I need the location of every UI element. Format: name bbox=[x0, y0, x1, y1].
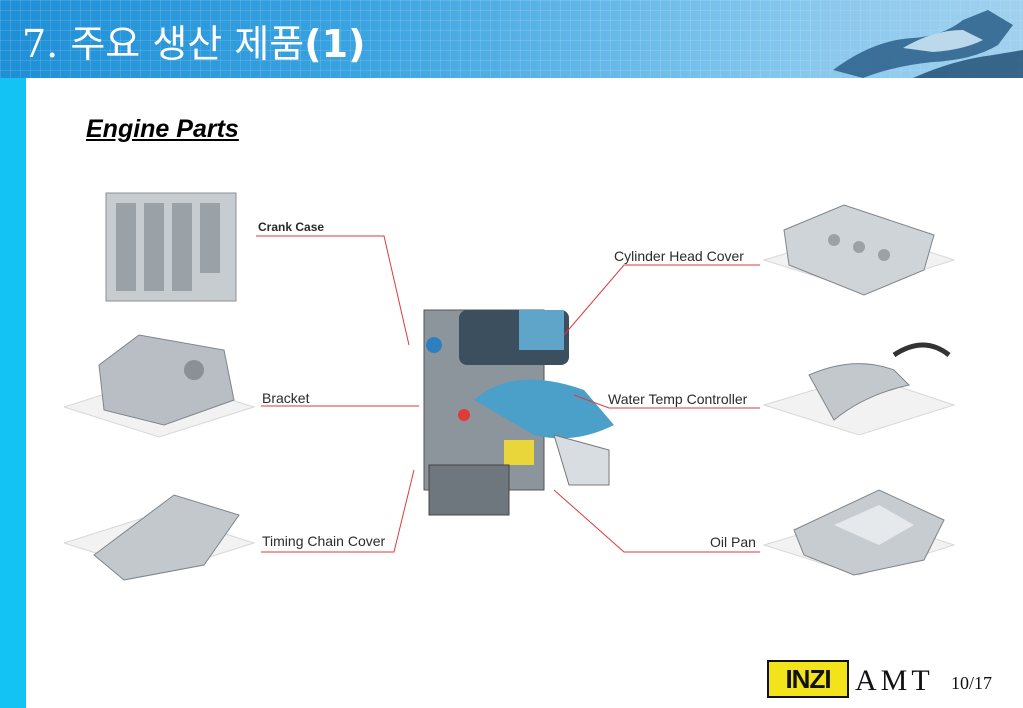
engine-assembly-image bbox=[423, 309, 614, 516]
part-label-oil-pan: Oil Pan bbox=[710, 534, 756, 550]
part-label-bracket: Bracket bbox=[262, 390, 310, 406]
section-subtitle: Engine Parts bbox=[86, 115, 239, 143]
slide-header: 7. 주요 생산 제품(1) bbox=[0, 0, 1023, 78]
callout-lines bbox=[256, 235, 760, 553]
part-label-cylinder-head-cover: Cylinder Head Cover bbox=[614, 248, 744, 264]
part-label-timing-chain-cover: Timing Chain Cover bbox=[262, 533, 386, 549]
left-accent-bar bbox=[0, 78, 26, 708]
part-label-water-temp-controller: Water Temp Controller bbox=[608, 391, 748, 407]
cylinder-head-cover-image bbox=[762, 204, 956, 296]
logo-text: INZI bbox=[785, 663, 831, 694]
engine-parts-figure bbox=[64, 192, 956, 581]
slide-title: 7. 주요 생산 제품(1) bbox=[22, 22, 365, 66]
water-temp-controller-image bbox=[762, 342, 956, 436]
oil-pan-image bbox=[762, 489, 956, 576]
page-number: 10/17 bbox=[951, 673, 993, 693]
company-name: AMT bbox=[855, 664, 934, 697]
part-label-crank-case: Crank Case bbox=[258, 220, 325, 234]
inzi-logo: INZI bbox=[767, 660, 849, 698]
timing-chain-cover-image bbox=[64, 494, 256, 581]
handshake-image bbox=[813, 0, 1023, 78]
title-number: (1) bbox=[304, 22, 366, 66]
title-korean: 7. 주요 생산 제품 bbox=[22, 22, 305, 66]
bracket-image bbox=[64, 334, 256, 438]
crank-case-image bbox=[105, 192, 237, 302]
